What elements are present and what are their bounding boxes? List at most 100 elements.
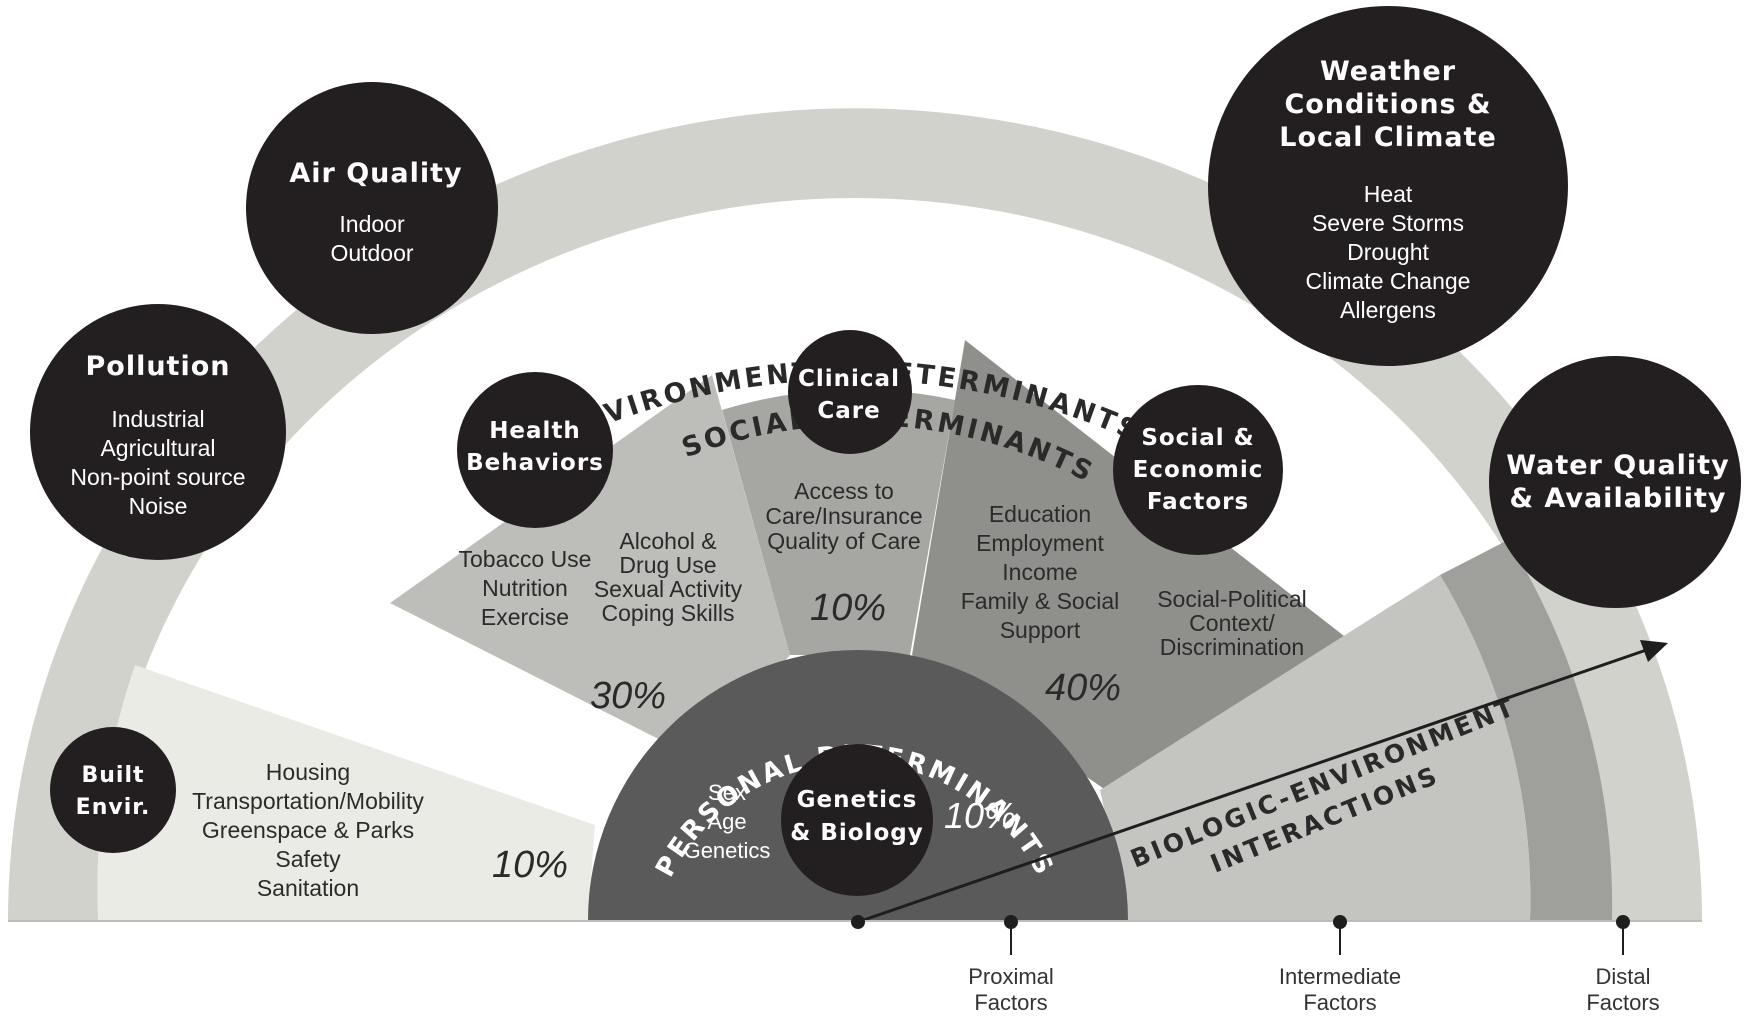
text-line: Social & xyxy=(1141,425,1254,451)
text-line: Greenspace & Parks xyxy=(202,817,414,843)
health-behaviors-percent: 30% xyxy=(590,675,666,717)
text-line: Agricultural xyxy=(100,435,215,461)
text-line: Outdoor xyxy=(330,240,413,266)
text-line: Built xyxy=(81,763,144,788)
text-line: & Biology xyxy=(790,820,923,846)
text-line: Envir. xyxy=(76,795,151,820)
text-line: Safety xyxy=(275,846,341,872)
text-line: Genetics xyxy=(797,787,918,813)
text-line: Factors xyxy=(1303,990,1376,1015)
text-line: Behaviors xyxy=(466,450,604,476)
text-line: Proximal xyxy=(968,964,1054,989)
text-line: Factors xyxy=(1586,990,1659,1015)
text-line: Alcohol & xyxy=(619,528,716,554)
text-line: Clinical xyxy=(798,366,900,392)
text-line: Climate Change xyxy=(1306,268,1471,294)
text-line: & Availability xyxy=(1509,483,1726,514)
socioeconomic-percent: 40% xyxy=(1045,667,1121,709)
text-line: Conditions & xyxy=(1284,89,1491,120)
text-line: Nutrition xyxy=(482,575,568,601)
water-quality-bubble: Water Quality& Availability xyxy=(1489,356,1741,608)
pollution-title: Pollution xyxy=(85,351,230,382)
built-environment-percent: 10% xyxy=(492,844,568,886)
text-line: Factors xyxy=(974,990,1047,1015)
arrowhead-icon xyxy=(1640,640,1668,662)
text-line: Industrial xyxy=(111,406,204,432)
text-line: Discrimination xyxy=(1160,634,1304,660)
text-line: Transportation/Mobility xyxy=(192,788,424,814)
text-line: Health xyxy=(489,418,581,444)
text-line: Sex xyxy=(708,780,746,805)
text-line: Indoor xyxy=(339,211,405,237)
text-line: Intermediate xyxy=(1279,964,1401,989)
text-line: Coping Skills xyxy=(602,600,735,626)
genetics-percent: 10% xyxy=(944,795,1016,836)
text-line: Employment xyxy=(976,530,1104,556)
water-quality-title: Water Quality& Availability xyxy=(1506,450,1729,514)
clinical-care-percent: 10% xyxy=(810,587,886,629)
text-line: Non-point source xyxy=(70,464,245,490)
text-line: Social-Political xyxy=(1157,586,1307,612)
health-behaviors-wedge xyxy=(390,375,790,760)
genetics-bubble: Genetics & Biology xyxy=(781,744,933,896)
genetics-title: Genetics & Biology xyxy=(790,787,923,846)
text-line: Weather xyxy=(1320,56,1456,87)
text-line: Heat xyxy=(1364,181,1413,207)
clinical-care-wedge xyxy=(722,389,955,655)
text-line: Allergens xyxy=(1340,297,1436,323)
text-line: Housing xyxy=(266,759,350,785)
text-line: Drug Use xyxy=(619,552,716,578)
text-line: Family & Social xyxy=(961,588,1119,614)
text-line: Age xyxy=(707,809,746,834)
text-line: Water Quality xyxy=(1506,450,1729,481)
text-line: Local Climate xyxy=(1279,122,1497,153)
text-line: Quality of Care xyxy=(767,528,920,554)
text-line: Noise xyxy=(129,493,188,519)
text-line: Sanitation xyxy=(257,875,359,901)
distal-band xyxy=(1440,540,1613,920)
text-line: Income xyxy=(1002,559,1077,585)
text-line: Care/Insurance xyxy=(765,503,922,529)
text-line: Care xyxy=(817,398,880,424)
text-line: Support xyxy=(1000,617,1081,643)
interactions-band xyxy=(1100,575,1531,920)
text-line: Genetics xyxy=(684,838,771,863)
air-quality-title: Air Quality xyxy=(289,158,462,189)
text-line: Education xyxy=(989,501,1091,527)
text-line: Economic xyxy=(1133,457,1264,483)
text-line: Tobacco Use xyxy=(459,546,592,572)
text-line: Distal xyxy=(1595,964,1650,989)
text-line: Severe Storms xyxy=(1312,210,1464,236)
origin-dot xyxy=(851,915,865,929)
interaction-arrow xyxy=(857,645,1656,924)
